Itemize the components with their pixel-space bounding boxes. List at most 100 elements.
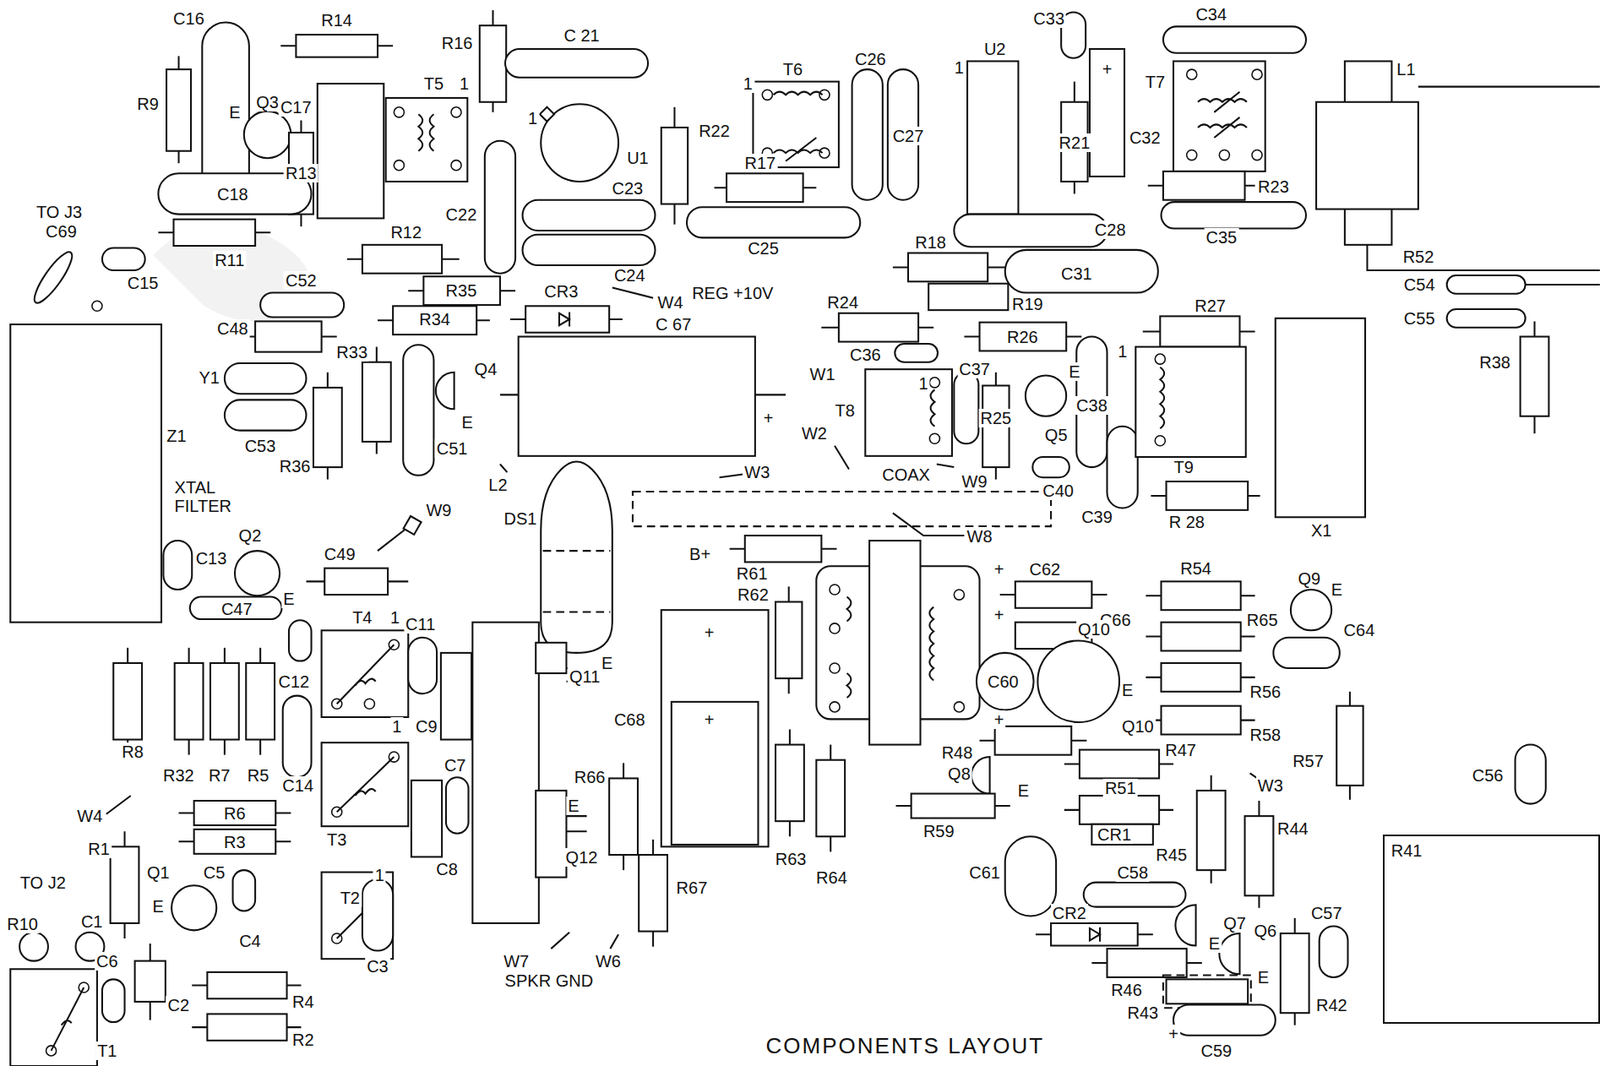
part-label: C60 bbox=[985, 672, 1021, 692]
part-label: + bbox=[1166, 1024, 1181, 1044]
part-label: SPKR GND bbox=[503, 971, 595, 991]
caption: COMPONENTS LAYOUT bbox=[763, 1033, 1048, 1060]
part-label: W6 bbox=[593, 952, 623, 971]
part-label: C32 bbox=[1127, 128, 1163, 147]
part-label: Y1 bbox=[196, 368, 221, 387]
part-label: C7 bbox=[442, 756, 469, 775]
part-label: C15 bbox=[125, 273, 161, 293]
part-label: R17 bbox=[743, 153, 779, 173]
part-label: Z1 bbox=[164, 426, 188, 446]
part-label: R9 bbox=[135, 94, 161, 114]
part-label: C9 bbox=[413, 717, 440, 736]
part-label: W3 bbox=[742, 462, 772, 482]
part-label: R66 bbox=[572, 767, 608, 787]
part-label: R21 bbox=[1057, 133, 1093, 153]
part-label: T1 bbox=[95, 1041, 119, 1061]
part-label: L1 bbox=[1394, 59, 1417, 79]
part-label: R51 bbox=[1103, 778, 1138, 798]
part-label: E bbox=[151, 897, 166, 916]
part-label: E bbox=[460, 413, 475, 432]
part-label: E bbox=[281, 589, 296, 609]
part-label: 1 bbox=[917, 374, 931, 393]
part-label: C54 bbox=[1402, 275, 1437, 294]
part-label: Q12 bbox=[564, 848, 600, 867]
part-label: E bbox=[565, 796, 581, 816]
part-label: R4 bbox=[290, 992, 316, 1012]
part-label: C3 bbox=[364, 957, 391, 976]
part-label: C40 bbox=[1040, 481, 1076, 501]
part-label: R44 bbox=[1275, 819, 1311, 839]
part-label: 1 bbox=[390, 717, 403, 736]
part-label: C24 bbox=[612, 266, 648, 285]
part-label: C27 bbox=[891, 126, 926, 146]
part-label: C14 bbox=[280, 776, 316, 795]
part-label: C62 bbox=[1028, 560, 1063, 579]
part-label: R47 bbox=[1163, 740, 1198, 760]
part-label: R36 bbox=[277, 457, 313, 476]
part-label: E bbox=[1329, 580, 1345, 599]
part-label: R41 bbox=[1384, 836, 1430, 866]
part-label: Q10 bbox=[1076, 620, 1112, 639]
part-label: + bbox=[702, 710, 717, 730]
part-label: W2 bbox=[800, 424, 829, 443]
part-label: + bbox=[761, 408, 776, 428]
part-label: R65 bbox=[1245, 610, 1280, 630]
part-label: W7 bbox=[501, 952, 531, 971]
part-label: T9 bbox=[1172, 457, 1196, 477]
part-label: C37 bbox=[957, 359, 992, 379]
part-label: R24 bbox=[825, 293, 860, 312]
part-label: T8 bbox=[832, 401, 856, 420]
part-label: C 67 bbox=[653, 315, 693, 334]
part-label: R48 bbox=[940, 743, 975, 762]
part-label: 1 bbox=[741, 74, 755, 93]
part-label: Q6 bbox=[1251, 921, 1279, 941]
part-label: R33 bbox=[334, 342, 370, 362]
part-label: R43 bbox=[1125, 1003, 1160, 1023]
part-label: R14 bbox=[319, 10, 354, 30]
part-label: REG +10V bbox=[690, 283, 775, 303]
part-label: Q7 bbox=[1221, 914, 1248, 933]
part-label: C35 bbox=[1204, 228, 1240, 247]
part-label: Q9 bbox=[1295, 569, 1323, 588]
part-label: T4 bbox=[350, 608, 374, 627]
part-label: C5 bbox=[201, 863, 228, 882]
part-label: 1 bbox=[526, 108, 539, 128]
part-label: R45 bbox=[1153, 845, 1189, 865]
part-label: B+ bbox=[687, 544, 713, 564]
part-label: C11 bbox=[403, 614, 437, 634]
part-label: C48 bbox=[215, 319, 251, 338]
part-label: CR1 bbox=[1095, 825, 1133, 844]
part-label: R56 bbox=[1247, 682, 1283, 702]
part-label: + bbox=[992, 560, 1007, 579]
part-label: Q8 bbox=[946, 764, 973, 784]
part-label: C31 bbox=[1059, 264, 1094, 283]
part-label: DS1 bbox=[502, 509, 539, 528]
part-label: R19 bbox=[1010, 294, 1045, 314]
part-label: C26 bbox=[853, 49, 888, 69]
part-label: C61 bbox=[967, 863, 1002, 882]
part-label: R23 bbox=[1256, 177, 1291, 196]
part-label: C16 bbox=[171, 9, 207, 28]
part-label: R67 bbox=[674, 878, 710, 898]
part-label: C56 bbox=[1470, 766, 1506, 785]
part-label: C2 bbox=[166, 995, 192, 1015]
part-label: C64 bbox=[1342, 620, 1377, 640]
part-label: C39 bbox=[1079, 507, 1115, 527]
part-label: R8 bbox=[119, 742, 146, 762]
part-label: Q3 bbox=[254, 92, 281, 112]
part-label: R18 bbox=[913, 233, 948, 252]
part-label: R35 bbox=[444, 281, 479, 300]
part-label: C34 bbox=[1193, 5, 1229, 24]
part-label: E bbox=[1120, 680, 1135, 700]
component-outline: R41 bbox=[1382, 834, 1600, 1024]
part-label: C23 bbox=[610, 179, 646, 198]
part-label: Q11 bbox=[567, 667, 602, 686]
part-label: U1 bbox=[625, 148, 651, 168]
part-label: 1 bbox=[388, 608, 402, 627]
part-label: C47 bbox=[219, 599, 255, 619]
part-label: 1 bbox=[457, 74, 471, 93]
part-label: + bbox=[992, 710, 1007, 730]
part-label: R13 bbox=[283, 163, 319, 183]
part-label: R54 bbox=[1178, 559, 1214, 578]
part-label: C12 bbox=[277, 672, 312, 692]
